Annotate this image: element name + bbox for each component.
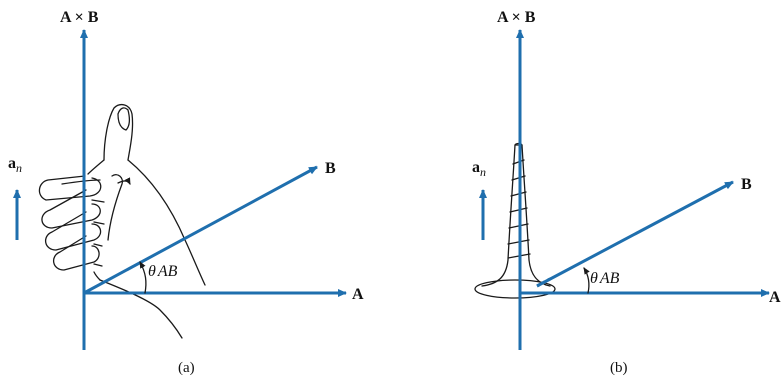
cross-product-label: A × B [497,9,536,26]
angle-arc [139,261,147,294]
caption-b: (b) [610,360,628,376]
cross-product-label: A × B [60,9,99,26]
vector-b-hidden-segment [536,277,551,288]
vector-b-label: B [741,176,752,193]
unit-normal-label: an [472,159,486,179]
vector-a-label: A [769,289,781,306]
vector-b [83,165,318,295]
angle-arc [583,267,590,294]
right-hand-icon [38,103,206,339]
vector-b-label: B [325,160,336,177]
caption-a: (a) [178,360,195,376]
vector-b [536,180,734,288]
vector-a-label: A [352,286,364,303]
unit-normal-label: an [8,155,22,175]
screw-icon [474,142,556,299]
